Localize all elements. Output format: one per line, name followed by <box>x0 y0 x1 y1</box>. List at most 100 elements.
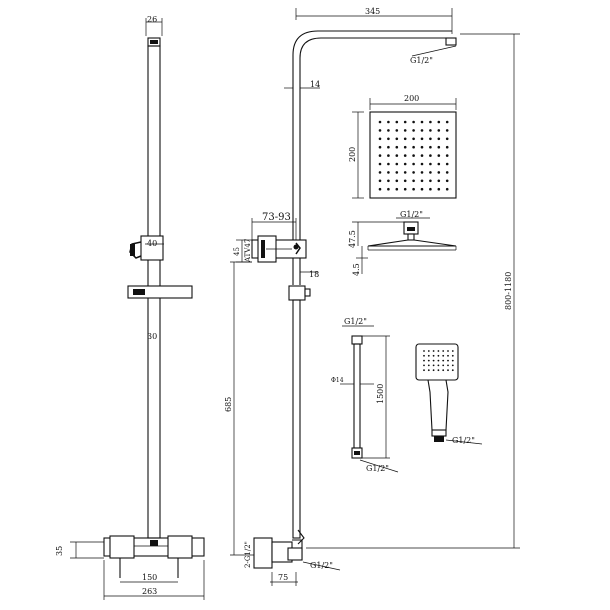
nozzle-dot <box>429 120 432 124</box>
nozzle-dot <box>447 369 449 372</box>
nozzle-dot <box>420 162 424 166</box>
nozzle-dot <box>447 359 449 362</box>
nozzle-dot <box>412 171 415 174</box>
nozzle-dot <box>437 187 441 191</box>
nozzle-dot <box>442 369 445 372</box>
nozzle-dot <box>445 145 449 149</box>
nozzle-dot <box>429 162 432 166</box>
nozzle-dot <box>432 350 435 352</box>
outlet-connection-label: G1/2" <box>310 561 333 570</box>
nozzle-dot <box>447 354 449 357</box>
nozzle-dot <box>387 137 390 141</box>
valve-width-label: 263 <box>142 587 157 596</box>
diverter-adjust-label: 73-93 <box>262 212 291 223</box>
nozzle-dot <box>445 162 449 166</box>
shower-arm <box>292 30 457 285</box>
nozzle-dot <box>387 179 390 183</box>
nozzle-dot <box>403 120 407 124</box>
nozzle-dot <box>395 120 399 124</box>
nozzle-dot <box>420 187 424 191</box>
nozzle-dot <box>429 137 432 141</box>
nozzle-dot <box>437 137 441 141</box>
nozzle-dot <box>445 179 449 183</box>
nozzle-dot <box>445 154 449 157</box>
nozzle-dot <box>412 145 415 149</box>
left-side-view: 26 40 30 <box>55 15 205 600</box>
nozzle-dot <box>412 187 415 191</box>
head-connection-label: G1/2" <box>400 210 423 219</box>
shower-head-profile <box>367 221 457 251</box>
nozzle-dot <box>395 162 399 166</box>
nozzle-dot <box>451 369 454 372</box>
right-front-view: 345 G1/2" 14 73-93 45 ATV47 <box>224 7 520 586</box>
hand-shower-nozzles <box>423 350 454 372</box>
nozzle-dot <box>437 162 441 166</box>
nozzle-dot <box>387 120 390 124</box>
valve-height-label: 35 <box>55 546 64 556</box>
nozzle-dot <box>423 364 425 367</box>
diverter <box>251 235 307 263</box>
nozzle-dot <box>420 179 424 183</box>
nozzle-dot <box>403 171 407 174</box>
hose-diameter-label: Φ14 <box>331 377 344 384</box>
nozzle-dot <box>403 154 407 157</box>
nozzle-dot <box>427 364 430 367</box>
nozzle-dot <box>403 129 407 132</box>
nozzle-dot <box>437 154 441 157</box>
arm-connection-label: G1/2" <box>410 56 433 65</box>
nozzle-dot <box>437 369 440 372</box>
rail-clamp <box>288 285 311 301</box>
nozzle-dot <box>427 369 430 372</box>
nozzle-dot <box>429 179 432 183</box>
soap-shelf <box>127 285 193 299</box>
nozzle-dot <box>412 129 415 132</box>
shower-head-detail: 200 200 G1/2" 47.5 4.5 <box>348 94 457 276</box>
nozzle-dot <box>445 120 449 124</box>
hand-shower-head <box>415 343 459 381</box>
nozzle-dot <box>442 364 445 367</box>
rail-diameter-label: 30 <box>147 332 157 341</box>
nozzle-dot <box>423 369 425 372</box>
outlet-offset-label: 75 <box>278 573 288 582</box>
nozzle-dot <box>429 129 432 132</box>
hose-body <box>353 343 361 449</box>
outlet-dim-label: 2-G1/2" <box>244 541 252 568</box>
nozzle-dot <box>432 359 435 362</box>
head-width-label: 200 <box>404 94 419 103</box>
nozzle-dot <box>451 350 454 352</box>
nozzle-dot <box>395 179 399 183</box>
nozzle-dot <box>442 354 445 357</box>
nozzle-dot <box>378 171 382 174</box>
nozzle-dot <box>429 187 432 191</box>
nozzle-dot <box>432 354 435 357</box>
nozzle-dot <box>437 129 441 132</box>
nozzle-dot <box>427 354 430 357</box>
nozzle-dot <box>429 171 432 174</box>
nozzle-dot <box>447 364 449 367</box>
nozzle-dot <box>395 154 399 157</box>
nozzle-dot <box>420 171 424 174</box>
nozzle-dot <box>403 162 407 166</box>
diverter-dim-a-label: 45 <box>233 247 241 256</box>
nozzle-dot <box>387 154 390 157</box>
clamp-spacing-label: 18 <box>309 270 319 279</box>
nozzle-dot <box>387 129 390 132</box>
nozzle-dot <box>437 120 441 124</box>
nozzle-dot <box>412 137 415 141</box>
nozzle-dot <box>445 171 449 174</box>
nozzle-dot <box>395 187 399 191</box>
bracket-height-label: 685 <box>224 397 233 412</box>
nozzle-dot <box>378 162 382 166</box>
nozzle-dot <box>445 187 449 191</box>
nozzle-dot <box>437 350 440 352</box>
nozzle-dot <box>387 187 390 191</box>
nozzle-dot <box>423 354 425 357</box>
nozzle-dot <box>437 359 440 362</box>
nozzle-dot <box>442 359 445 362</box>
hand-shower-detail: G1/2" <box>415 343 483 445</box>
nozzle-dot <box>423 359 425 362</box>
nozzle-dot <box>403 187 407 191</box>
thermostatic-valve <box>103 535 205 578</box>
nozzle-dot <box>420 129 424 132</box>
nozzle-dot <box>442 350 445 352</box>
